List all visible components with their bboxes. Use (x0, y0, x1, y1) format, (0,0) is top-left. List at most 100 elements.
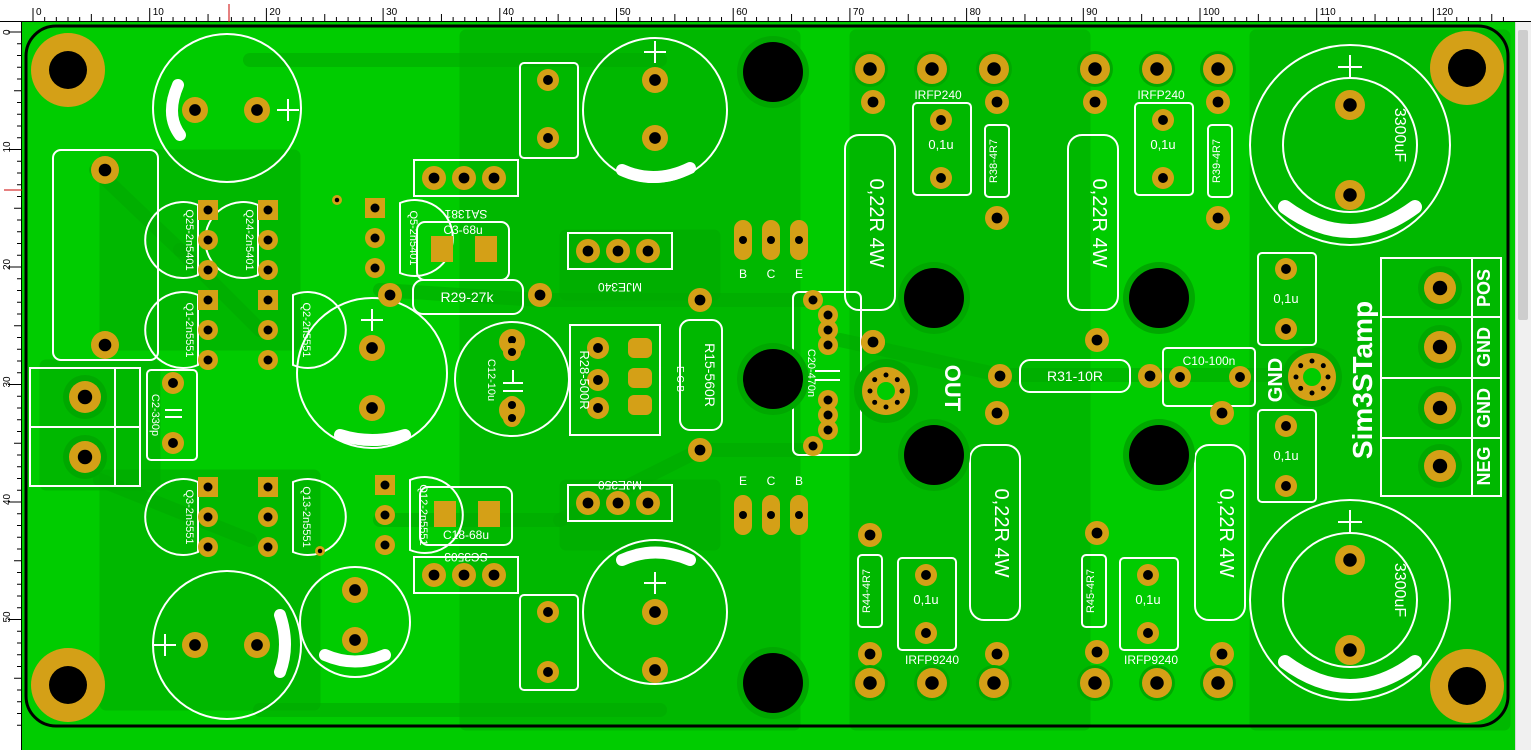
pad-drill (98, 338, 112, 352)
silkscreen-layer (29, 33, 1502, 720)
pad-drill (1143, 628, 1153, 638)
via (1320, 385, 1326, 391)
transistor-q2-label: Q2-2n5551 (300, 302, 312, 357)
cap-polarity-band (1278, 655, 1422, 693)
r15-outline (679, 319, 723, 431)
pad-drill (1216, 407, 1228, 419)
pad-drill (863, 62, 877, 76)
smd-cap-outline (419, 486, 513, 546)
ruler-x-label: 100 (1203, 7, 1220, 18)
pad (628, 395, 652, 415)
via (872, 377, 878, 383)
pad-drill (263, 542, 273, 552)
pad-drill (203, 325, 213, 335)
cap01-outline (1134, 102, 1194, 196)
ruler-y-label: 20 (2, 258, 13, 270)
via (1298, 385, 1304, 391)
power-resistor-outline (1067, 134, 1119, 311)
ruler-x-label: 80 (970, 7, 982, 18)
large-hole (743, 349, 803, 409)
mje340-outline (567, 232, 673, 270)
ruler-y-label: 0 (2, 29, 13, 35)
pads-layer (31, 31, 1504, 723)
pad-drill (98, 163, 112, 177)
power-resistor-label: 0,22R 4W (1088, 179, 1110, 268)
pad-drill (488, 569, 500, 581)
cap-polarity-band (274, 609, 291, 678)
power-resistor-label: 0,22R 4W (1215, 489, 1237, 578)
r29-label: R29-27k (441, 289, 495, 305)
big-cap-label: 3300uF (1391, 108, 1408, 162)
transistor-q24-label: Q24-2n5401 (243, 209, 255, 270)
ruler-x-label: 50 (620, 7, 632, 18)
cap01-label: 0,1u (1150, 137, 1175, 152)
mje340-outline-label: MJE340 (598, 280, 642, 294)
pad-drill (1432, 458, 1448, 474)
scrollbar-thumb[interactable] (1518, 30, 1528, 320)
pad-drill (1343, 553, 1357, 567)
pad-drill (543, 133, 553, 143)
pad-drill (921, 570, 931, 580)
ruler-x-label: 20 (269, 7, 281, 18)
power-resistor-outline (969, 444, 1021, 621)
smd-pad (475, 236, 497, 262)
pad-drill (593, 375, 603, 385)
pad-drill (203, 235, 213, 245)
cap01-label: 0,1u (1135, 592, 1160, 607)
r29-outline (412, 279, 524, 315)
pad-drill (1432, 339, 1448, 355)
vertical-scrollbar[interactable] (1515, 22, 1531, 750)
pad-drill (994, 370, 1006, 382)
pad-drill (1281, 324, 1291, 334)
component-outline (519, 62, 579, 159)
cap01-label: 0,1u (1273, 291, 1298, 306)
big-cap-label: 3300uF (1391, 563, 1408, 617)
mosfet-label: IRFP9240 (905, 653, 959, 667)
pad-drill (380, 480, 390, 490)
connector-label: NEG (1474, 446, 1494, 485)
pad-drill (263, 482, 273, 492)
cap01-outline (912, 102, 972, 196)
pad-drill (1091, 334, 1103, 346)
pin-label: B (739, 267, 747, 281)
r31-label: R31-10R (1047, 368, 1103, 384)
smd-pad (434, 501, 456, 527)
pad-drill (507, 413, 517, 423)
pad-drill (593, 343, 603, 353)
pad-drill (1281, 481, 1291, 491)
via (1298, 363, 1304, 369)
c3-label: C3-68u (443, 223, 482, 237)
pin-label: C (767, 267, 776, 281)
pad-drill (458, 569, 470, 581)
via (883, 404, 889, 410)
mosfet-label: IRFP240 (1137, 88, 1185, 102)
pad-drill (823, 340, 833, 350)
pad-drill (593, 403, 603, 413)
pad-drill (925, 676, 939, 690)
via (1325, 374, 1331, 380)
out-pad-center (877, 382, 895, 400)
pad-drill (1144, 370, 1156, 382)
gate-resistor-label: R44-4R7 (861, 569, 873, 613)
pad-drill (867, 336, 879, 348)
ruler-x-label: 90 (1086, 7, 1098, 18)
pad-drill (1158, 173, 1168, 183)
copper-trace (173, 243, 267, 337)
smd-pad (431, 236, 453, 262)
cap01-outline (1119, 557, 1179, 651)
pad-drill (1343, 643, 1357, 657)
cap01-label: 0,1u (1273, 448, 1298, 463)
pad-drill (739, 236, 747, 244)
r28-label: R28-500R (577, 350, 592, 409)
pad-drill (380, 540, 390, 550)
ruler-x-label: 10 (153, 7, 165, 18)
large-hole (743, 653, 803, 713)
cap01-label: 0,1u (928, 137, 953, 152)
via (1293, 374, 1299, 380)
via (899, 388, 905, 394)
via (872, 399, 878, 405)
